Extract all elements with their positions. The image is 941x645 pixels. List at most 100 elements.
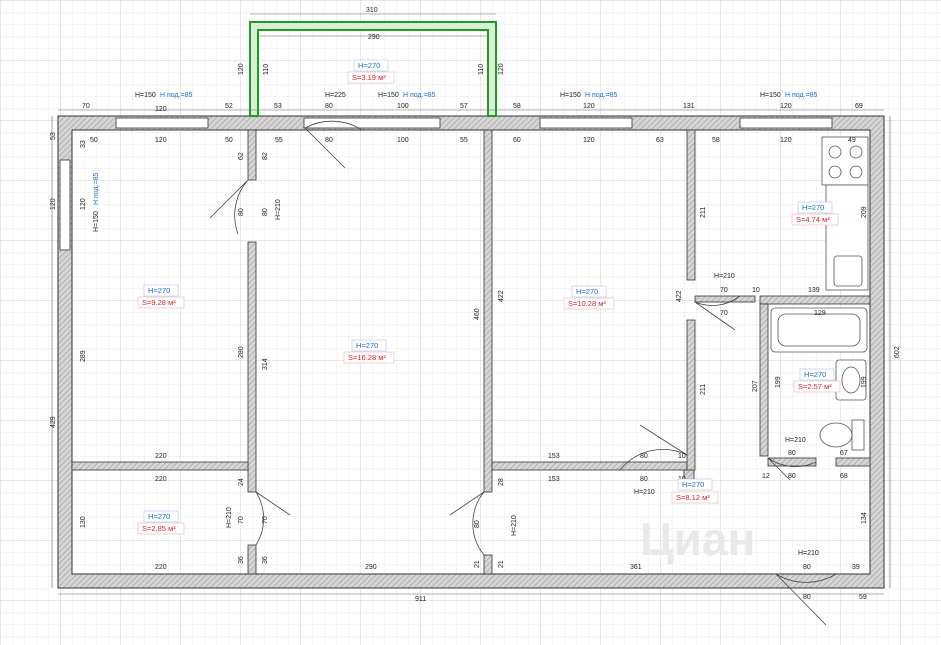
room-label-hall: H=270 S=8.12 м² xyxy=(671,478,719,504)
dim-wall-9: 422 xyxy=(676,290,683,302)
dim-top-9: 131 xyxy=(683,103,695,110)
dim-top-8: 120 xyxy=(583,103,595,110)
svg-text:H=150: H=150 xyxy=(560,92,581,99)
svg-text:S=9.28 м²: S=9.28 м² xyxy=(142,298,176,307)
room-label-right: H=270 S=10.28 м² xyxy=(563,285,615,310)
dim-balcony-left-inner: 110 xyxy=(263,64,270,75)
svg-text:S=2.57 м²: S=2.57 м² xyxy=(798,382,832,391)
room-label-left: H=270 S=9.28 м² xyxy=(137,284,185,309)
svg-text:H=270: H=270 xyxy=(804,370,826,379)
dim-bot-15: 911 xyxy=(415,596,426,603)
dim-inner-0: 50 xyxy=(90,137,98,144)
dim-inner-2: 50 xyxy=(225,137,233,144)
dim-left-3: 120 xyxy=(80,198,87,210)
dim-wall-21: 80 xyxy=(474,520,481,528)
dim-bot-3: 153 xyxy=(548,453,560,460)
dim-bot-2: 220 xyxy=(155,564,167,571)
dim-bot-0: 220 xyxy=(155,453,167,460)
room-label-balcony: H=270 S=3.19 м² xyxy=(347,59,395,84)
dim-k-1: 10 xyxy=(752,287,760,294)
dim-wall-0: 62 xyxy=(238,152,245,160)
door-label-corridor: H=210 xyxy=(634,489,655,496)
dim-k-5: 80 xyxy=(788,450,796,457)
window-label-4: H=150 H под.=85 xyxy=(760,92,818,99)
window-label-5: H=150 H под.=85 xyxy=(93,172,100,232)
svg-text:H под.=85: H под.=85 xyxy=(160,92,193,99)
dim-top-1: 120 xyxy=(155,106,167,113)
dim-right-1: 209 xyxy=(861,206,868,218)
dim-wall-1: 82 xyxy=(262,152,269,160)
dim-inner-12: 49 xyxy=(848,137,856,144)
dim-bot-13: 80 xyxy=(803,594,811,601)
svg-text:S=3.19 м²: S=3.19 м² xyxy=(352,73,386,82)
dim-wall-3: 80 xyxy=(262,208,269,216)
window-label-1: H=150 H под.=85 xyxy=(135,92,193,99)
dim-wall-11: 211 xyxy=(700,384,707,395)
dim-right-0: 602 xyxy=(894,346,901,358)
dim-wall-16: 70 xyxy=(238,516,245,524)
watermark: Циан xyxy=(640,513,755,565)
dim-top-10: 120 xyxy=(780,103,792,110)
dim-wall-5: 280 xyxy=(238,346,245,358)
svg-text:S=8.12 м²: S=8.12 м² xyxy=(676,493,710,502)
dim-bot-14: 59 xyxy=(859,594,867,601)
dim-top-3: 53 xyxy=(274,103,282,110)
dim-bot-9: 290 xyxy=(365,564,377,571)
door-label-closet: H=210 xyxy=(226,507,233,528)
room-label-bathroom: H=270 S=2.57 м² xyxy=(793,368,841,393)
svg-text:H=270: H=270 xyxy=(356,341,378,350)
dim-left-4: 429 xyxy=(50,416,57,428)
dim-inner-9: 63 xyxy=(656,137,664,144)
stove xyxy=(821,136,869,186)
dim-wall-20: 28 xyxy=(498,478,505,486)
dim-wall-4: 289 xyxy=(80,350,87,362)
dim-top-0: 70 xyxy=(82,103,90,110)
doors xyxy=(209,120,837,626)
dim-wall-12: 207 xyxy=(752,380,759,392)
svg-text:H=270: H=270 xyxy=(358,61,380,70)
dim-k-4: 129 xyxy=(814,310,826,317)
dim-inner-8: 120 xyxy=(583,137,595,144)
dim-left-1: 120 xyxy=(50,198,57,210)
outer-walls xyxy=(57,115,885,589)
dim-balcony-left-outer: 120 xyxy=(238,63,245,75)
dim-wall-23: 21 xyxy=(498,560,505,568)
dim-bot-10: 361 xyxy=(630,564,642,571)
dim-wall-17: 70 xyxy=(262,516,269,524)
svg-text:H под.=85: H под.=85 xyxy=(93,172,100,205)
door-label-entrance: H=210 xyxy=(798,550,819,557)
door-label-left: H=210 xyxy=(275,199,282,220)
dim-top-6: 57 xyxy=(460,103,468,110)
dim-k-8: 80 xyxy=(788,473,796,480)
dim-inner-10: 58 xyxy=(712,137,720,144)
svg-text:H=270: H=270 xyxy=(148,286,170,295)
dim-k-9: 68 xyxy=(840,473,848,480)
door-label-kitchen: H=210 xyxy=(714,273,735,280)
svg-text:S=4.74 м²: S=4.74 м² xyxy=(796,215,830,224)
dim-bot-11: 80 xyxy=(803,564,811,571)
bathtub xyxy=(770,307,868,353)
door-label-hall: H=210 xyxy=(511,515,518,536)
dim-wall-10: 211 xyxy=(700,207,707,218)
dim-inner-3: 55 xyxy=(275,137,283,144)
balcony xyxy=(249,21,497,117)
dim-inner-5: 100 xyxy=(397,137,409,144)
door-label-balcony: H=225 xyxy=(325,92,346,99)
dim-wall-6: 314 xyxy=(262,358,269,370)
dim-k-0: 70 xyxy=(720,287,728,294)
windows xyxy=(59,117,833,251)
svg-text:H под.=85: H под.=85 xyxy=(403,92,436,99)
svg-text:H=150: H=150 xyxy=(378,92,399,99)
sink xyxy=(835,359,867,401)
svg-text:H=270: H=270 xyxy=(148,512,170,521)
toilet xyxy=(819,419,865,451)
dim-balcony-right-outer: 120 xyxy=(498,63,505,75)
dim-top-7: 58 xyxy=(513,103,521,110)
room-label-center: H=270 S=16.28 м² xyxy=(343,339,395,364)
dim-wall-13: 199 xyxy=(775,376,782,388)
dim-left-0: 53 xyxy=(50,132,57,140)
dim-inner-1: 120 xyxy=(155,137,167,144)
svg-text:H под.=85: H под.=85 xyxy=(585,92,618,99)
dim-wall-19: 36 xyxy=(262,556,269,564)
